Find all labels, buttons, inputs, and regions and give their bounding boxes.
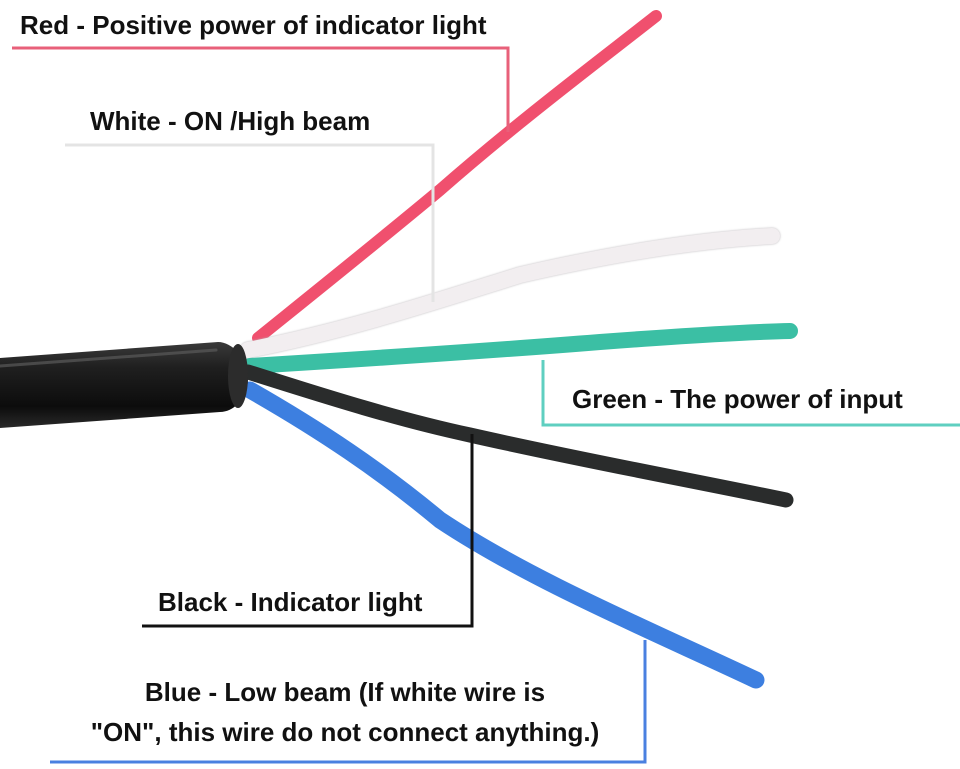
leader-lines	[12, 46, 960, 764]
red-wire-label: Red - Positive power of indicator light	[20, 10, 487, 40]
green-wire-label: Green - The power of input	[572, 384, 903, 414]
black-leader-line	[142, 434, 474, 628]
wires	[240, 10, 798, 689]
green-leader-line	[541, 360, 960, 427]
black-wire	[240, 364, 794, 508]
red-leader-line	[12, 46, 510, 132]
blue-wire	[241, 381, 765, 689]
blue-wire-label: Blue - Low beam (If white wire is "ON", …	[60, 672, 630, 752]
cable-jacket-end	[228, 344, 248, 408]
black-wire-label: Black - Indicator light	[158, 587, 423, 617]
red-wire	[252, 10, 662, 344]
blue-wire-label-line-2: "ON", this wire do not connect anything.…	[90, 717, 600, 747]
cable-jacket-highlight	[0, 348, 218, 368]
white-wire	[240, 228, 780, 358]
blue-leader-line	[50, 640, 647, 764]
blue-wire-label-line-1: Blue - Low beam (If white wire is	[144, 677, 546, 707]
white-leader-line	[65, 143, 435, 302]
cable-jacket-body	[0, 342, 248, 428]
cable-jacket	[0, 342, 248, 428]
white-wire-label: White - ON /High beam	[90, 106, 371, 136]
green-wire	[242, 323, 798, 374]
